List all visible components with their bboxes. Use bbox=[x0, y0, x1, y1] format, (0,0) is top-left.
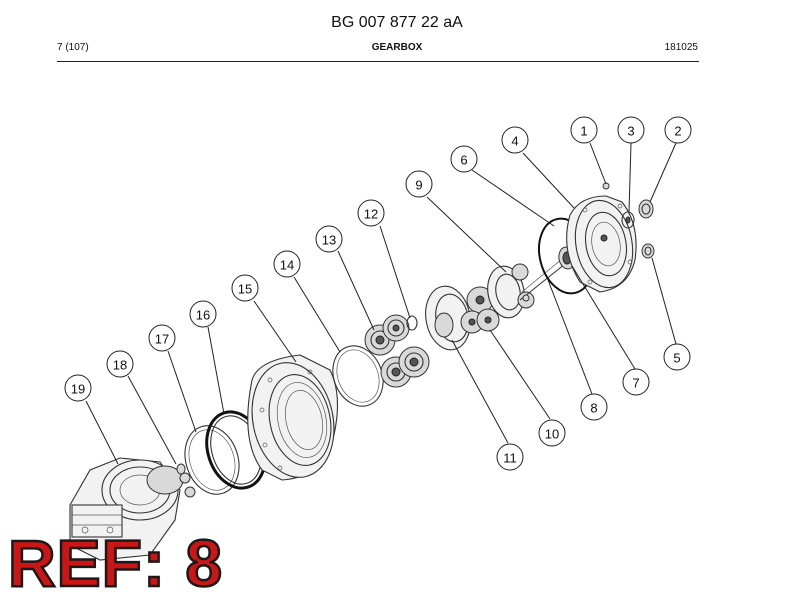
callout-label: 9 bbox=[415, 178, 422, 193]
callout-label: 5 bbox=[673, 351, 680, 366]
callout-9: 9 bbox=[405, 170, 433, 198]
callout-17: 17 bbox=[148, 324, 176, 352]
callout-label: 6 bbox=[460, 153, 467, 168]
callout-label: 4 bbox=[511, 134, 518, 149]
part-18-plugs bbox=[176, 463, 186, 475]
callout-8: 8 bbox=[580, 393, 608, 421]
part-11-planet-carrier bbox=[425, 285, 471, 351]
part-19-motor-housing bbox=[69, 457, 196, 561]
callout-3: 3 bbox=[617, 116, 645, 144]
part-3-washer bbox=[621, 211, 635, 229]
callout-4: 4 bbox=[501, 126, 529, 154]
callout-1: 1 bbox=[570, 116, 598, 144]
callout-2: 2 bbox=[664, 116, 692, 144]
callout-14: 14 bbox=[273, 250, 301, 278]
page-number: 7 (107) bbox=[57, 42, 89, 53]
callout-19: 19 bbox=[64, 374, 92, 402]
callout-label: 11 bbox=[503, 451, 517, 466]
callout-label: 1 bbox=[580, 124, 587, 139]
part-4-end-cover bbox=[566, 195, 637, 293]
callout-label: 17 bbox=[155, 332, 169, 347]
section-title: GEARBOX bbox=[371, 42, 423, 53]
part-2-plug bbox=[638, 199, 654, 219]
ref-badge: REF: 8 bbox=[7, 526, 224, 600]
callout-label: 2 bbox=[674, 124, 681, 139]
callout-16: 16 bbox=[189, 300, 217, 328]
callout-7: 7 bbox=[622, 368, 650, 396]
part-10-sun-gears bbox=[460, 286, 500, 334]
leader-lines bbox=[85, 142, 677, 465]
header-rule bbox=[57, 61, 699, 62]
part-14-ring bbox=[332, 345, 384, 407]
callout-5: 5 bbox=[663, 343, 691, 371]
part-15-ring-gear-housing bbox=[247, 354, 339, 481]
callout-label: 3 bbox=[627, 124, 634, 139]
document-code: 181025 bbox=[664, 42, 698, 53]
callout-label: 13 bbox=[322, 233, 336, 248]
callout-12: 12 bbox=[357, 199, 385, 227]
callout-11: 11 bbox=[496, 443, 524, 471]
callout-label: 16 bbox=[196, 308, 210, 323]
callout-label: 12 bbox=[364, 207, 378, 222]
callout-15: 15 bbox=[231, 274, 259, 302]
callout-label: 15 bbox=[238, 282, 252, 297]
callout-label: 10 bbox=[545, 427, 559, 442]
callout-label: 19 bbox=[71, 382, 85, 397]
callout-label: 14 bbox=[280, 258, 294, 273]
part-17-ring bbox=[184, 425, 240, 495]
document-title: BG 007 877 22 aA bbox=[331, 14, 463, 31]
callout-18: 18 bbox=[106, 350, 134, 378]
part-5-plug bbox=[641, 243, 655, 259]
part-9-carrier-disc bbox=[487, 263, 535, 319]
callout-6: 6 bbox=[450, 145, 478, 173]
callout-label: 8 bbox=[590, 401, 597, 416]
part-12-circlip bbox=[406, 315, 418, 331]
callout-13: 13 bbox=[315, 225, 343, 253]
callout-label: 18 bbox=[113, 358, 127, 373]
part-13-planet-gears bbox=[364, 314, 430, 388]
callout-label: 7 bbox=[632, 376, 639, 391]
callout-10: 10 bbox=[538, 419, 566, 447]
